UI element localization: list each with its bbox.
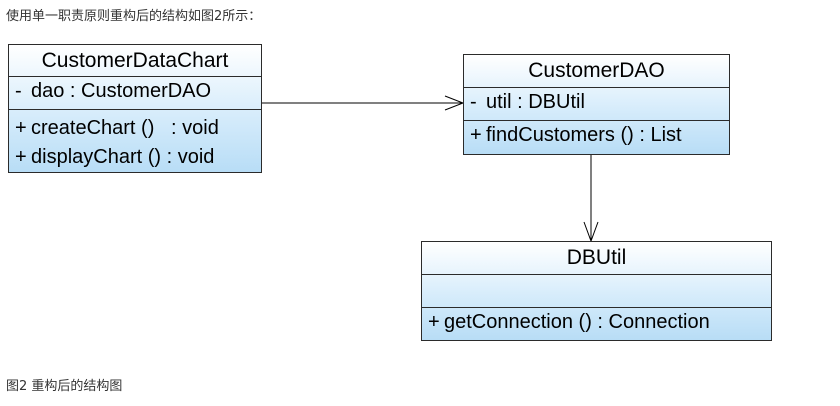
class-name: CustomerDataChart [9, 45, 261, 77]
attributes-section [422, 275, 771, 308]
attribute-row: - util : DBUtil [470, 91, 729, 114]
visibility-marker: + [470, 124, 482, 146]
class-name: DBUtil [422, 242, 771, 275]
methods-section: + findCustomers () : List [464, 121, 729, 147]
attributes-section: - util : DBUtil [464, 88, 729, 121]
attribute-text: dao : CustomerDAO [31, 80, 212, 102]
class-customer-data-chart: CustomerDataChart - dao : CustomerDAO + … [8, 44, 262, 173]
method-row: + getConnection () : Connection [428, 311, 771, 334]
attribute-row: - dao : CustomerDAO [15, 80, 261, 103]
class-customer-dao: CustomerDAO - util : DBUtil + findCustom… [463, 54, 730, 155]
attributes-section: - dao : CustomerDAO [9, 77, 261, 110]
visibility-marker: + [428, 311, 440, 333]
intro-text: 使用单一职责原则重构后的结构如图2所示： [6, 9, 262, 24]
methods-section: + getConnection () : Connection [422, 308, 771, 334]
class-dbutil: DBUtil + getConnection () : Connection [421, 241, 772, 341]
visibility-marker: + [15, 146, 27, 168]
visibility-marker: - [470, 91, 477, 113]
visibility-marker: + [15, 117, 27, 139]
method-text: createChart () : void [31, 117, 219, 139]
visibility-marker: - [15, 80, 22, 102]
class-name: CustomerDAO [464, 55, 729, 88]
method-text: findCustomers () : List [486, 124, 682, 146]
methods-section: + createChart () : void + displayChart (… [9, 110, 261, 172]
method-row: + findCustomers () : List [470, 124, 729, 147]
method-text: displayChart () : void [31, 146, 215, 168]
method-text: getConnection () : Connection [444, 311, 710, 333]
attribute-text: util : DBUtil [486, 91, 585, 113]
method-row: + displayChart () : void [15, 143, 261, 172]
method-row: + createChart () : void [15, 114, 261, 143]
figure-caption: 图2 重构后的结构图 [6, 379, 123, 394]
